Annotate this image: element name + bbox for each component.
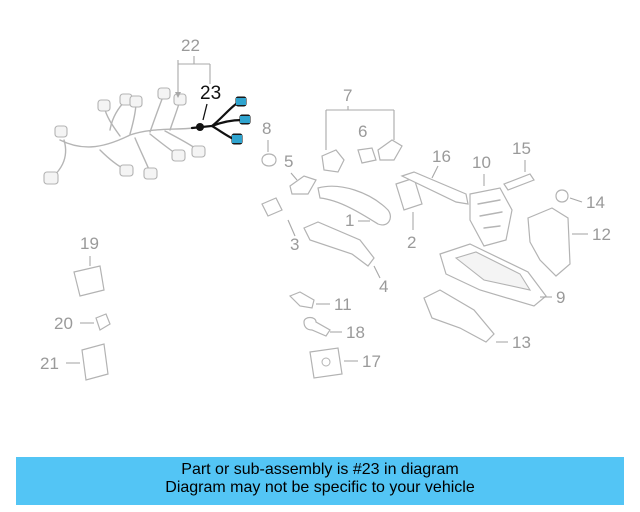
callout-21: 21: [40, 354, 59, 373]
lock-part-5: [289, 175, 317, 195]
gasket-part-3: [261, 197, 283, 217]
bolt-part-20: [95, 313, 111, 331]
banner-line-2: Diagram may not be specific to your vehi…: [165, 479, 475, 496]
parts-diagram: 22 23 7 6 8 5 1 3 4 2: [40, 36, 611, 381]
callout-23: 23: [200, 83, 221, 104]
callout-14: 14: [586, 193, 605, 212]
bolt-part-11: [288, 291, 315, 309]
callout-12: 12: [592, 225, 611, 244]
grommet-part-8: [261, 153, 277, 167]
clip-part-14: [555, 189, 569, 203]
callout-18: 18: [346, 323, 365, 342]
callout-13: 13: [512, 333, 531, 352]
outside-handle-part-1: [317, 185, 391, 226]
callout-7: 7: [343, 86, 352, 105]
callout-4: 4: [379, 277, 388, 296]
cable-part-15: [503, 173, 535, 191]
callout-9: 9: [556, 288, 565, 307]
callout-3: 3: [290, 235, 299, 254]
info-banner: Part or sub-assembly is #23 in diagram D…: [16, 457, 624, 505]
screw-part-18: [303, 316, 331, 337]
hinge-part-21: [81, 343, 109, 381]
hinge-part-19: [73, 265, 105, 297]
callout-22: 22: [181, 36, 200, 55]
inside-handle-part-9: [439, 243, 547, 307]
callout-16: 16: [432, 147, 451, 166]
lock-cylinder-part-6: [357, 147, 377, 164]
bracket-part-13: [423, 289, 495, 343]
callout-11: 11: [334, 295, 352, 314]
callout-5: 5: [284, 152, 293, 171]
callout-20: 20: [54, 314, 73, 333]
wiring-harness-part-22: [43, 87, 206, 185]
handle-frame-part-4: [303, 221, 375, 267]
callout-6: 6: [358, 122, 367, 141]
callout-17: 17: [362, 352, 381, 371]
callout-8: 8: [262, 119, 271, 138]
callout-1: 1: [345, 211, 354, 230]
pad-part-2: [395, 177, 423, 211]
rod-part-16: [400, 171, 469, 205]
latch-actuator-part-10: [469, 187, 513, 247]
callout-15: 15: [512, 139, 531, 158]
callout-19: 19: [80, 234, 99, 253]
banner-line-1: Part or sub-assembly is #23 in diagram: [181, 461, 459, 478]
highlighted-harness-part-23: [190, 96, 251, 145]
cover-part-12: [527, 207, 571, 277]
door-handle-trim-part-7: [321, 139, 403, 173]
callout-10: 10: [472, 153, 491, 172]
callout-2: 2: [407, 233, 416, 252]
